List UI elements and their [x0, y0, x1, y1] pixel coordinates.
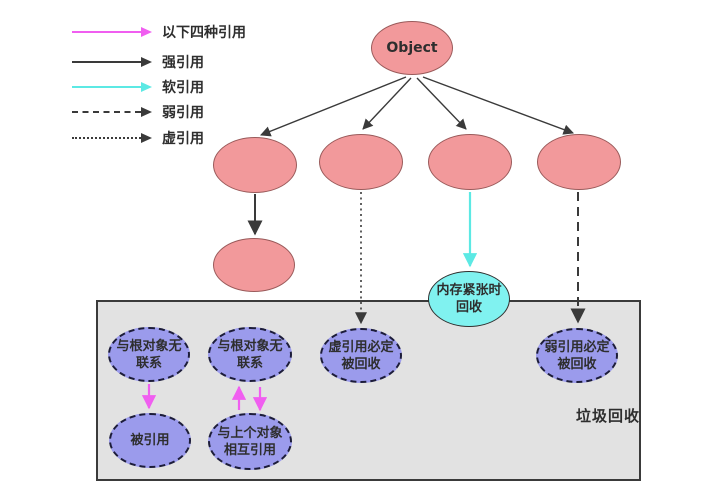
- node-label: 联系: [135, 355, 162, 371]
- solid-arrowhead-icon: [141, 57, 152, 67]
- object-to-child2-arrow: [362, 77, 412, 130]
- node-phantom-child: [319, 134, 403, 190]
- dashed-arrowhead-icon: [141, 107, 152, 117]
- node-mutual-reference: 与上个对象 相互引用: [208, 413, 292, 470]
- node-label: 被回收: [557, 356, 597, 372]
- node-label: 内存紧张时: [436, 283, 502, 298]
- legend-item-weak-reference: 弱引用: [72, 104, 204, 121]
- node-strong-target: [213, 238, 295, 292]
- node-label: 相互引用: [223, 442, 276, 458]
- node-label: 联系: [236, 355, 263, 371]
- cyan-arrow-line: [72, 86, 141, 88]
- legend-label: 软引用: [162, 80, 204, 96]
- magenta-arrow-line: [72, 31, 141, 33]
- node-weak-collected: 弱引用必定 被回收: [536, 328, 618, 383]
- node-label: 与上个对象: [217, 425, 283, 441]
- legend-item-strong-reference: 强引用: [72, 54, 204, 71]
- node-memory-tight-recycle: 内存紧张时 回收: [428, 271, 510, 327]
- node-referenced: 被引用: [109, 413, 191, 468]
- node-no-root-link-1: 与根对象无 联系: [108, 327, 190, 382]
- node-phantom-collected: 虚引用必定 被回收: [320, 328, 402, 383]
- dashed-arrow-line: [72, 111, 141, 113]
- node-label: 被回收: [341, 356, 381, 372]
- object-to-child1-arrow: [260, 76, 407, 137]
- node-no-root-link-2: 与根对象无 联系: [208, 327, 292, 382]
- dotted-arrow-line: [72, 137, 141, 139]
- magenta-arrowhead-icon: [141, 27, 152, 37]
- node-label: 回收: [455, 300, 482, 315]
- legend-label: 以下四种引用: [162, 25, 246, 41]
- solid-arrow-line: [72, 61, 141, 63]
- garbage-collection-label: 垃圾回收: [576, 407, 641, 425]
- node-label: Object: [386, 39, 438, 56]
- node-strong-child: [213, 137, 297, 193]
- legend-label: 弱引用: [162, 105, 204, 121]
- dotted-arrowhead-icon: [141, 133, 152, 143]
- node-object: Object: [371, 21, 453, 75]
- legend-item-soft-reference: 软引用: [72, 79, 204, 96]
- legend-item-four-references: 以下四种引用: [72, 24, 246, 41]
- object-to-child4-arrow: [422, 76, 574, 135]
- node-label: 被引用: [130, 433, 170, 448]
- node-soft-child: [428, 134, 512, 190]
- cyan-arrowhead-icon: [141, 82, 152, 92]
- legend-label: 强引用: [162, 55, 204, 71]
- object-to-child3-arrow: [416, 77, 467, 130]
- node-label: 虚引用必定: [328, 339, 394, 355]
- node-label: 与根对象无: [116, 338, 182, 354]
- legend-label: 虚引用: [162, 131, 204, 147]
- legend-item-phantom-reference: 虚引用: [72, 130, 204, 147]
- node-weak-child: [537, 134, 621, 190]
- node-label: 弱引用必定: [544, 339, 610, 355]
- node-label: 与根对象无: [217, 338, 283, 354]
